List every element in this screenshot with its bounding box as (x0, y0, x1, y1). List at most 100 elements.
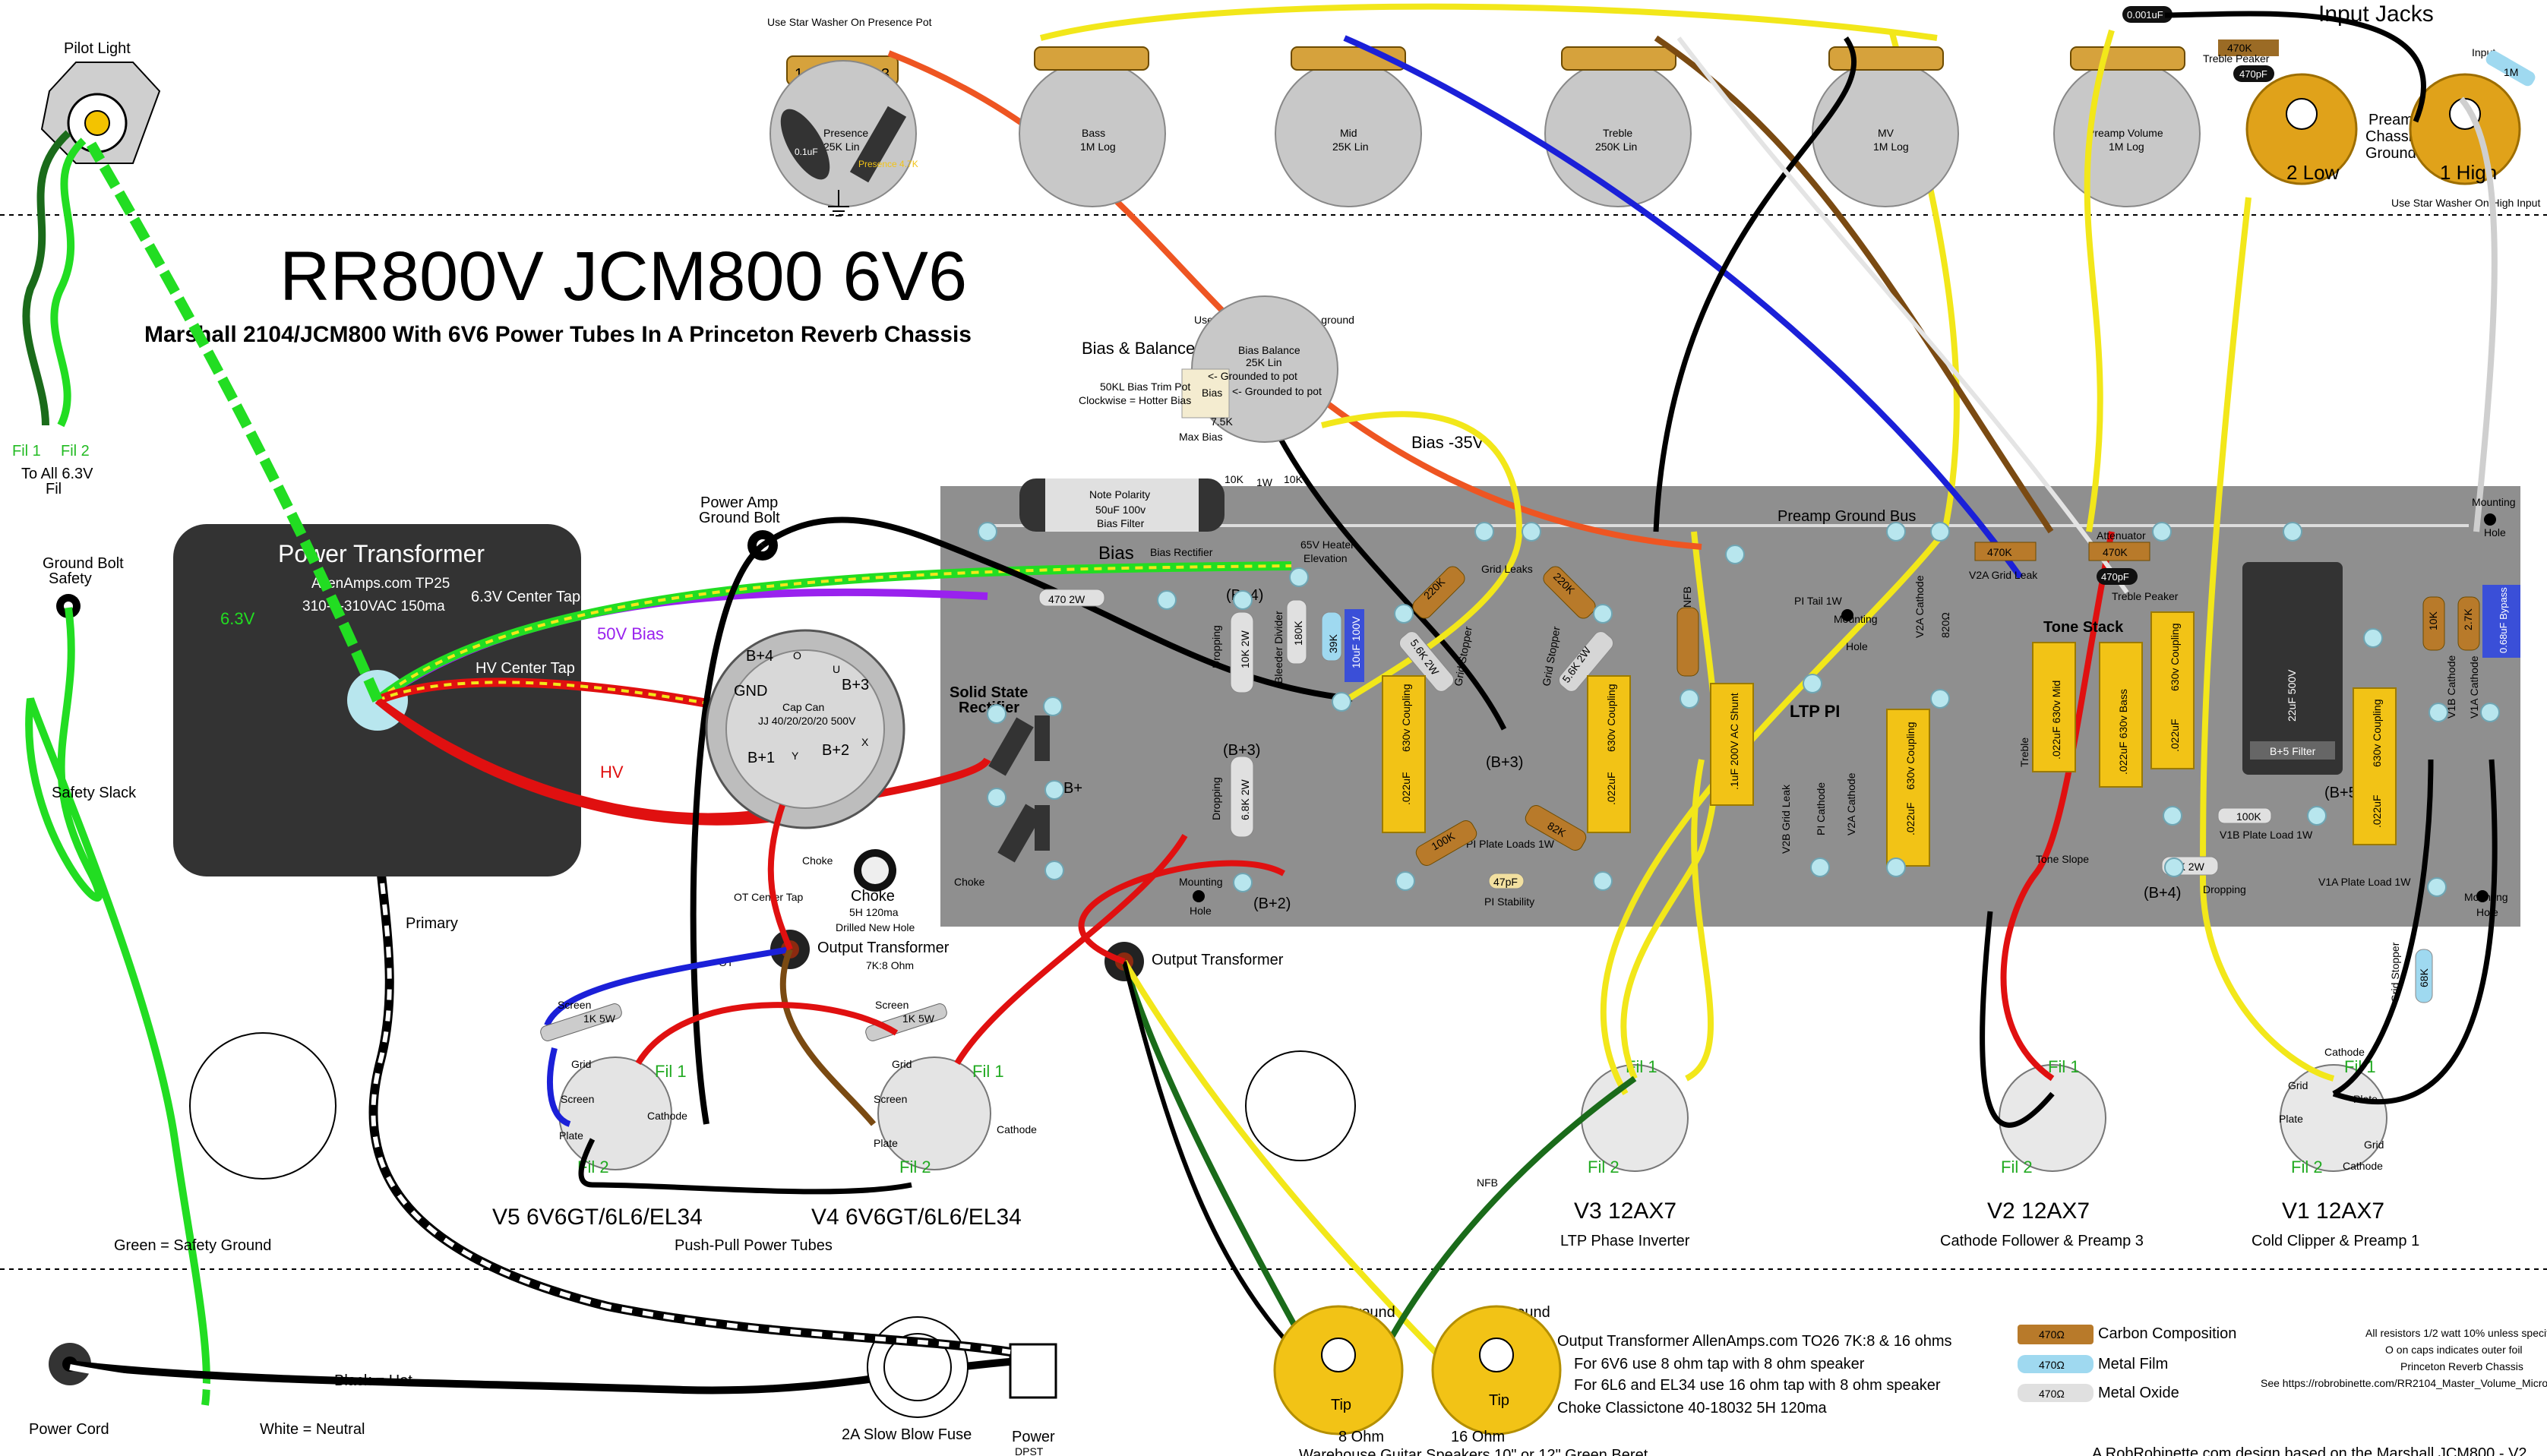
fuse-holder-icon (867, 1316, 969, 1418)
hv-label: HV (600, 763, 624, 782)
treble-peaker-board: Treble Peaker (2112, 590, 2179, 602)
coupling-1: .022uF (1400, 772, 1412, 805)
tube-socket-v4 (877, 1056, 991, 1170)
v1a-cathode: V1A Cathode (2468, 655, 2480, 719)
fil-label: Fil (46, 481, 62, 497)
pot-treble-name: Treble (1603, 127, 1632, 139)
pot-lugs (1034, 46, 2185, 71)
v5-screen-label: Screen (558, 999, 591, 1011)
dropping-resistors (1230, 599, 1364, 838)
bias-cap-spec: 50uF 100v (1095, 504, 1146, 516)
input-jacks-title: Input Jacks (2318, 2, 2434, 27)
white-neutral-label: White = Neutral (260, 1421, 365, 1438)
input-low-label: 2 Low (2286, 161, 2340, 184)
choke-spec1: 5H 120ma (849, 906, 899, 918)
legend-oxide-value: 470Ω (2039, 1388, 2065, 1400)
cap-can-label: Cap Can (782, 701, 824, 713)
b2-label: (B+2) (1253, 895, 1291, 912)
v4-plate-label: Plate (874, 1137, 898, 1149)
v1b-plate-load: V1B Plate Load 1W (2220, 829, 2313, 841)
r820: 820Ω (1939, 612, 1951, 638)
power-amp-ground-bolt-line1: Power Amp (700, 494, 778, 511)
attenuator-res-b (2088, 542, 2150, 561)
v2-desc: Cathode Follower & Preamp 3 (1940, 1233, 2144, 1249)
bias-pot-value: 25K Lin (1246, 356, 1281, 368)
cap-u: U (833, 663, 840, 675)
power-switch-line2: DPST (1015, 1445, 1044, 1456)
choke-left: Choke (954, 876, 985, 888)
att-470k-a: 470K (1987, 546, 2012, 558)
mid-cap: .022uF 630v Mid (2050, 681, 2062, 760)
pf47: 47pF (1493, 876, 1518, 888)
mounting-hole-3 (2484, 513, 2496, 526)
transformer-rating: 310-0-310VAC 150ma (302, 599, 445, 614)
bias-label: Bias (1098, 543, 1134, 564)
grid-leak-resistors (1412, 566, 1596, 619)
input-jack-low[interactable] (2245, 73, 2358, 185)
r180k: 180K (1292, 621, 1304, 646)
v5-name: V5 6V6GT/6L6/EL34 (492, 1205, 703, 1230)
v3-name: V3 12AX7 (1574, 1199, 1676, 1224)
speaker-jack-8ohm[interactable] (1273, 1305, 1404, 1435)
bias-trim-pot[interactable] (1181, 368, 1230, 418)
pot-bass-name: Bass (1082, 127, 1105, 139)
bypass-label: 0.68uF Bypass (2498, 587, 2509, 653)
v4-grid-label: Grid (892, 1058, 912, 1070)
v5-plate-label: Plate (559, 1129, 583, 1142)
presence-res-icon (849, 106, 907, 183)
cap-gnd: GND (734, 683, 767, 700)
pot-mv-name: MV (1878, 127, 1894, 139)
speaker-jack-16ohm[interactable] (1431, 1305, 1562, 1435)
pot-preamp-volume-value: 1M Log (2109, 141, 2144, 153)
bias-75k: 7.5K (1211, 415, 1233, 428)
attenuator: Attenuator (2097, 529, 2146, 542)
bias-neg35: Bias -35V (1411, 433, 1484, 452)
black-hot-label: Black = Hot (334, 1372, 412, 1389)
bias-10k-b: 10K (1284, 473, 1304, 485)
coupling-3: .022uF (1904, 802, 1917, 835)
bias-grounded1: <- Grounded to pot (1208, 370, 1297, 382)
note-caps: O on caps indicates outer foil (2385, 1344, 2523, 1356)
input-jack-high[interactable] (2409, 73, 2521, 185)
hole-2: Hole (1846, 640, 1868, 652)
heater-elev2: Elevation (1304, 552, 1348, 564)
ot-notes-line3: For 6L6 and EL34 use 16 ohm tap with 8 o… (1574, 1377, 1941, 1394)
input-star-high: Use Star Washer On High Input (2391, 197, 2540, 209)
v1-desc: Cold Clipper & Preamp 1 (2252, 1233, 2419, 1249)
v1-fil2: Fil 2 (2291, 1158, 2323, 1176)
speaker16-tip: Tip (1489, 1392, 1509, 1409)
transformer-model: AllenAmps.com TP25 (311, 576, 450, 592)
ot-center-tap-label: OT Center Tap (734, 891, 804, 903)
v2a-grid-leak: V2A Grid Leak (1969, 569, 2038, 581)
b3b-label: (B+3) (1486, 754, 1523, 771)
coupling-3-v: 630v Coupling (1904, 722, 1917, 790)
page-subtitle: Marshall 2104/JCM800 With 6V6 Power Tube… (144, 322, 972, 347)
preamp-ground-bus-label: Preamp Ground Bus (1778, 508, 1916, 525)
grid-stopper-v1-icon (2415, 949, 2433, 1003)
preamp-chassis-line2: Chassis (2365, 128, 2419, 145)
screen-resistors (540, 1003, 947, 1041)
pot-mv-value: 1M Log (1873, 141, 1909, 153)
v4-cathode-label: Cathode (997, 1123, 1037, 1135)
mounting-1: Mounting (1179, 876, 1223, 888)
page-title: RR800V JCM800 6V6 (280, 238, 967, 315)
chassis-hole-middle (1245, 1050, 1356, 1161)
r10k-cathode: 10K (2427, 611, 2439, 630)
power-switch-icon (1009, 1343, 1057, 1399)
ot-left-spec: 7K:8 Ohm (866, 959, 914, 971)
cap-b1: B+1 (747, 750, 775, 766)
tube-socket-v1 (2280, 1064, 2387, 1172)
pot-preamp-volume-name: Preamp Volume (2087, 127, 2163, 139)
bleeder-label: Bleeder Divider (1272, 611, 1285, 684)
legend-carbon-icon (2018, 1325, 2094, 1344)
fil1-label: Fil 1 (12, 443, 41, 460)
speaker-caption: Warehouse Guitar Speakers 10" or 12" Gre… (1299, 1447, 1648, 1456)
v1b-res-icon (2217, 807, 2272, 824)
mounting-3: Mounting (2472, 496, 2516, 508)
input-1m-icon (2485, 50, 2536, 87)
dropping-b: Dropping (1210, 777, 1222, 820)
hole-4: Hole (2476, 906, 2498, 918)
v4-fil2: Fil 2 (899, 1158, 931, 1176)
att-470pf: 470pF (2101, 571, 2129, 583)
cap-b3: B+3 (842, 677, 869, 693)
